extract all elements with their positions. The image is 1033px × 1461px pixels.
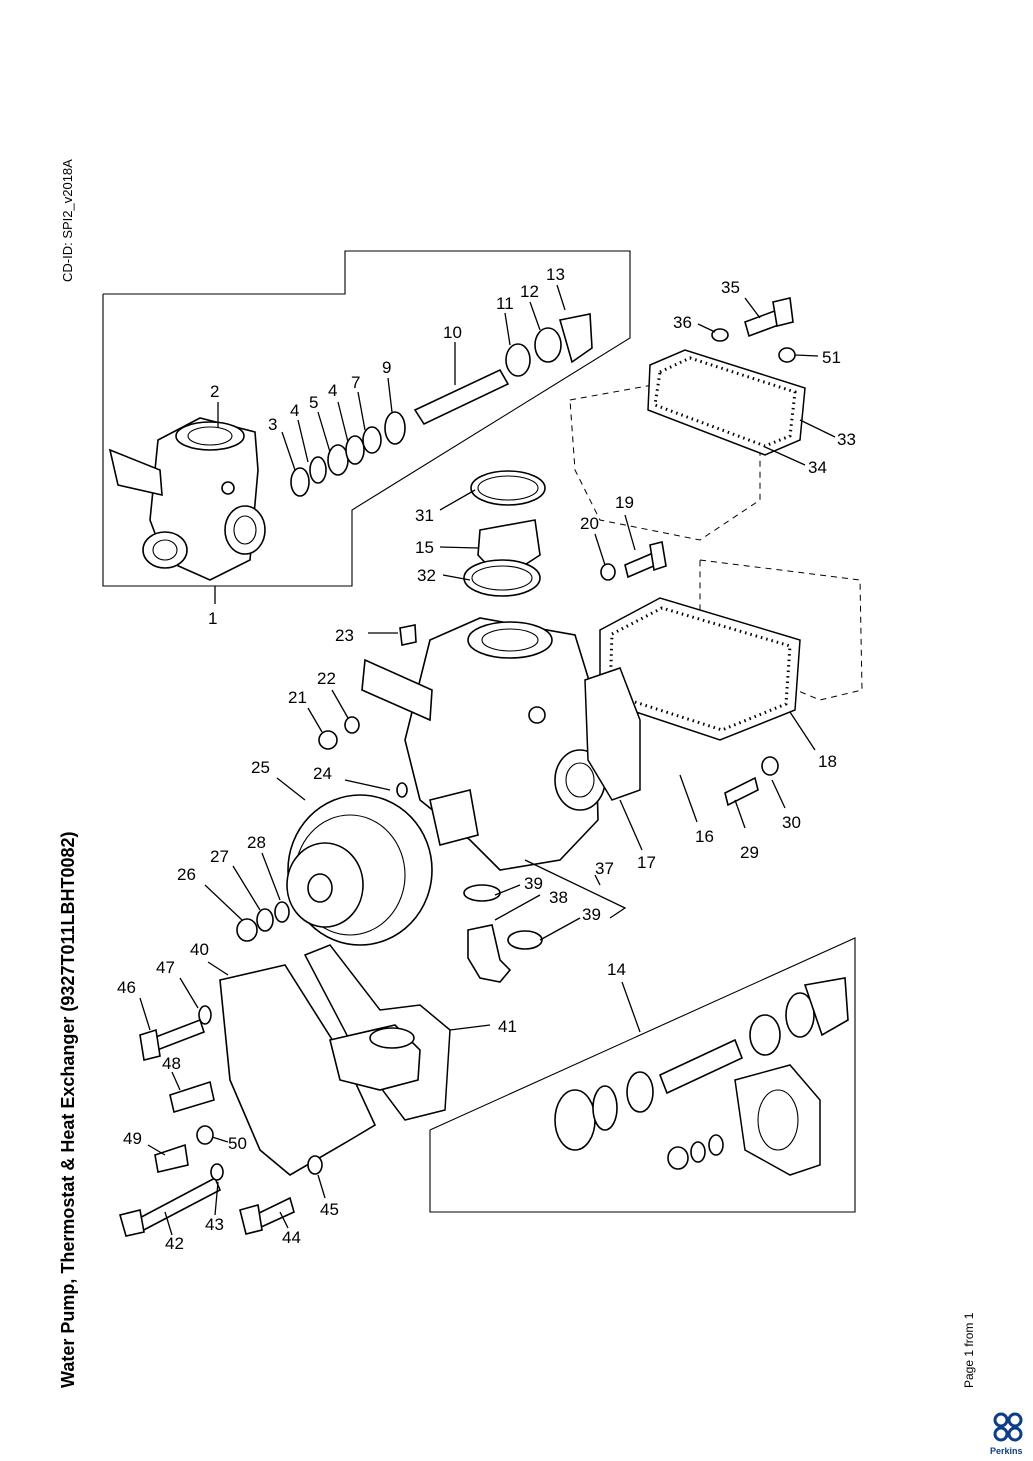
- cd-id-label: CD-ID: SPI2_v2018A: [60, 159, 75, 282]
- hose-elbow: [463, 884, 543, 983]
- callout-15: 15: [415, 538, 434, 557]
- shaft-assembly-inset: [290, 313, 593, 497]
- callout-50: 50: [228, 1134, 247, 1153]
- callout-26: 26: [177, 865, 196, 884]
- callout-51: 51: [822, 348, 841, 367]
- bracket-and-housing: [219, 944, 451, 1176]
- callout-49: 49: [123, 1129, 142, 1148]
- gasket-top: [647, 349, 806, 456]
- callout-45: 45: [320, 1200, 339, 1219]
- callout-46: 46: [117, 978, 136, 997]
- callout-41: 41: [498, 1017, 517, 1036]
- callout-40: 40: [190, 940, 209, 959]
- callout-4b: 4: [328, 381, 337, 400]
- repair-kit-contents: [554, 977, 849, 1176]
- callout-35: 35: [721, 278, 740, 297]
- callout-34: 34: [808, 458, 827, 477]
- fasteners-left: [119, 901, 323, 1237]
- callout-25: 25: [251, 758, 270, 777]
- page-counter: Page 1 from 1: [962, 1312, 976, 1388]
- callout-39a: 39: [524, 874, 543, 893]
- inset-frame-pump-body: [102, 250, 631, 587]
- callout-32: 32: [417, 566, 436, 585]
- page-title: Water Pump, Thermostat & Heat Exchanger …: [58, 831, 78, 1388]
- callout-4a: 4: [290, 401, 299, 420]
- perkins-logo: [993, 1412, 1023, 1442]
- callout-labels: 1 2 3 4 5 4 7 9 10 11 12 13 14 15 16 17 …: [117, 265, 856, 1253]
- callout-39b: 39: [582, 905, 601, 924]
- callout-27: 27: [210, 847, 229, 866]
- pulley: [286, 794, 433, 946]
- callout-24: 24: [313, 764, 332, 783]
- callout-9: 9: [382, 358, 391, 377]
- callout-42: 42: [165, 1234, 184, 1253]
- callout-13: 13: [546, 265, 565, 284]
- callout-2: 2: [210, 382, 219, 401]
- gasket-side: [584, 597, 801, 801]
- callout-30: 30: [782, 813, 801, 832]
- perkins-wordmark: Perkins: [990, 1446, 1023, 1456]
- callout-23: 23: [335, 626, 354, 645]
- inset-frame-repair-kit: [429, 937, 856, 1213]
- callout-38: 38: [549, 888, 568, 907]
- callout-48: 48: [162, 1054, 181, 1073]
- callout-1: 1: [208, 609, 217, 628]
- water-pump-main: [361, 617, 606, 871]
- callout-3: 3: [268, 415, 277, 434]
- callout-22: 22: [317, 669, 336, 688]
- callout-44: 44: [282, 1228, 301, 1247]
- callout-33: 33: [837, 430, 856, 449]
- callout-10: 10: [443, 323, 462, 342]
- callout-7: 7: [351, 373, 360, 392]
- callout-11: 11: [496, 294, 514, 313]
- thermostat-group: [463, 470, 546, 597]
- callout-21: 21: [288, 688, 307, 707]
- pump-body-inset: [108, 417, 266, 581]
- callout-17: 17: [637, 853, 656, 872]
- callout-43: 43: [205, 1215, 224, 1234]
- fasteners-misc: [318, 297, 796, 807]
- callout-12: 12: [520, 282, 539, 301]
- callout-14: 14: [607, 960, 626, 979]
- callout-36: 36: [673, 313, 692, 332]
- callout-31: 31: [415, 506, 434, 525]
- callout-18: 18: [818, 752, 837, 771]
- callout-19: 19: [615, 493, 634, 512]
- callout-5: 5: [309, 393, 318, 412]
- callout-29: 29: [740, 843, 759, 862]
- leader-lines: [139, 284, 836, 1236]
- callout-16: 16: [695, 827, 714, 846]
- callout-20: 20: [580, 514, 599, 533]
- callout-37: 37: [595, 859, 614, 878]
- callout-28: 28: [247, 833, 266, 852]
- callout-47: 47: [156, 958, 175, 977]
